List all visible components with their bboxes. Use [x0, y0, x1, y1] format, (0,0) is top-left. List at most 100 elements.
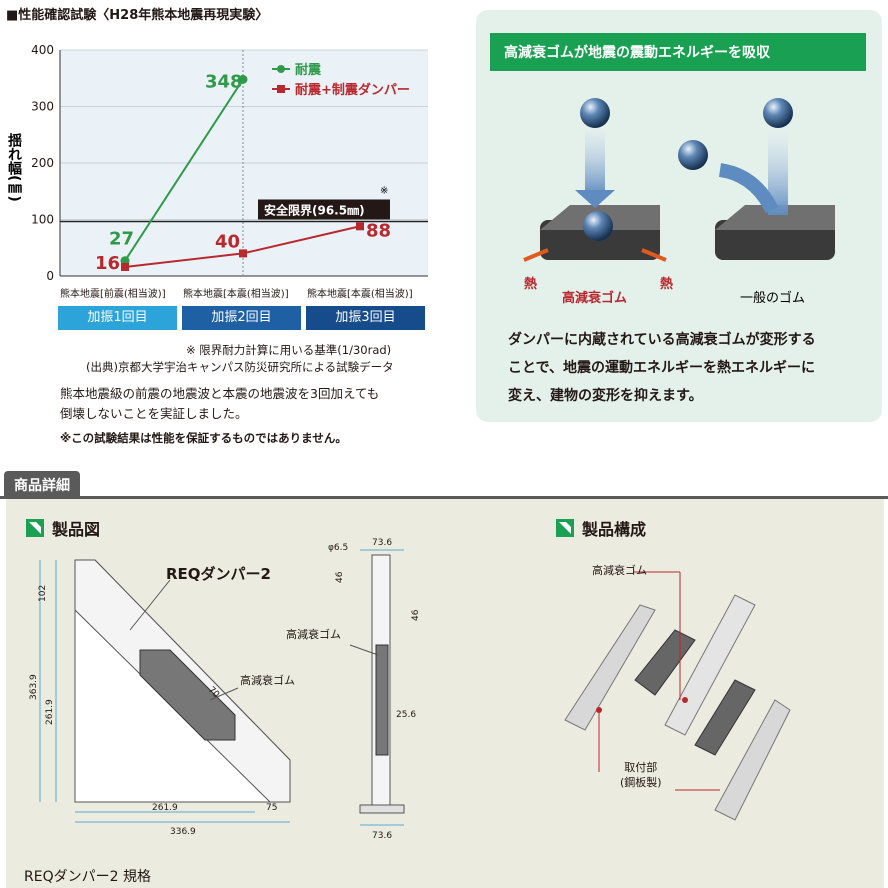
drop-arrow-right [768, 115, 788, 215]
panel-text-line-3: 変え、建物の変形を抑えます。 [508, 388, 703, 404]
detail-tab: 商品詳細 [4, 471, 80, 499]
dim-75: 75 [266, 803, 277, 813]
body-line-1: 熊本地震級の前震の地震波と本震の地震波を3回加えても [60, 386, 380, 401]
chart-svg: 400 300 200 100 0 揺れ幅(㎜) 安全限界(96.5㎜) ※ 27 348 1… [6, 43, 428, 283]
legend-label: 耐震+制震ダンパー [295, 82, 410, 98]
panel-text-line-1: ダンパーに内蔵されている高減衰ゴムが変形する [508, 332, 816, 348]
category-button-1: 加振1回目 [58, 306, 177, 330]
high-damping-rubber-label: 高減衰ゴム [562, 290, 627, 306]
config-rubber-label: 高減衰ゴム [592, 564, 647, 577]
product-name: REQダンパー2 [166, 565, 271, 583]
mount-plate-right [714, 699, 791, 821]
heat-arrow-left [523, 248, 549, 262]
rubber-sheet-2 [694, 679, 756, 756]
performance-chart: 400 300 200 100 0 揺れ幅(㎜) 安全限界(96.5㎜) ※ 27 348 1… [0, 28, 440, 338]
category-button-2: 加振2回目 [182, 306, 301, 330]
dim-256: 25.6 [396, 710, 416, 720]
leader-rubber [209, 687, 239, 701]
data-label: 88 [366, 220, 391, 241]
y-axis-label: 揺れ幅(㎜) [6, 132, 22, 201]
disclaimer: ※この試験結果は性能を保証するものではありません。 [60, 431, 347, 445]
basis-note: ※ 限界耐力計算に用いる基準(1/30rad) [186, 343, 392, 357]
normal-rubber-label: 一般のゴム [740, 290, 805, 306]
product-drawing-front: 102 363.9 261.9 261.9 75 336.9 70 [29, 559, 291, 837]
product-exploded-view [564, 571, 791, 821]
series-line-1 [124, 78, 244, 262]
leader-side-rubber [349, 644, 379, 656]
dim-46-right: 46 [411, 609, 421, 621]
dim-736-top: 73.6 [372, 538, 392, 548]
series-point [238, 74, 248, 84]
data-label: 27 [109, 229, 134, 250]
category-labels: 熊本地震[前震(相当波)] 熊本地震[本震(相当波)] 熊本地震[本震(相当波)… [58, 285, 428, 303]
dim-102: 102 [38, 585, 48, 602]
heat-arrow-right [641, 248, 667, 262]
y-tick-label: 300 [31, 100, 54, 114]
drop-arrow-left [585, 115, 605, 195]
ball-bounced [678, 140, 708, 170]
dim-3639: 363.9 [29, 674, 39, 700]
section-divider [0, 471, 888, 499]
side-rubber [375, 644, 389, 756]
marker-dot [682, 697, 688, 703]
ball-top-right [763, 98, 793, 128]
dim-3369: 336.9 [170, 827, 196, 837]
legend-label: 耐震 [295, 62, 322, 78]
body-line-2: 倒壊しないことを実証しました。 [60, 406, 248, 421]
mount-label-line-2: (鋼板製) [620, 776, 662, 789]
panel-title: 高減衰ゴムが地震の震動エネルギーを吸収 [490, 33, 866, 71]
series-point [356, 222, 364, 231]
product-drawing-side: φ6.5 73.6 46 46 25.6 73.6 [328, 538, 421, 841]
data-label: 40 [215, 231, 240, 252]
leader-product-name [129, 579, 171, 631]
side-base [359, 804, 405, 814]
panel-text-line-2: ことで、地震の運動エネルギーを熱エネルギーに [508, 360, 816, 376]
safety-limit-label: 安全限界(96.5㎜) [264, 202, 365, 217]
source-note: (出典)京都大学宇治キャンパス防災研究所による試験データ [86, 360, 394, 374]
category-label-2: 熊本地震[本震(相当波)] [183, 289, 289, 300]
category-button-3: 加振3回目 [306, 306, 425, 330]
marker-dot [596, 707, 602, 713]
data-label: 16 [95, 253, 120, 274]
category-label-3: 熊本地震[本震(相当波)] [307, 289, 413, 300]
mount-label: 取付部 (鋼板製) [620, 760, 662, 790]
dim-736-bottom: 73.6 [372, 831, 392, 841]
drawing-title: 製品図 [52, 520, 101, 539]
category-label-1: 熊本地震[前震(相当波)] [60, 289, 166, 300]
y-tick-label: 400 [31, 43, 54, 57]
heat-label-right: 熱 [660, 276, 673, 292]
bounce-arrow [718, 163, 779, 214]
dim-2619-horizontal: 261.9 [152, 803, 178, 813]
dim-phi: φ6.5 [328, 543, 348, 553]
drawing-title-group: 製品図 [26, 516, 100, 540]
legend-marker [277, 85, 285, 93]
panel-description: ダンパーに内蔵されている高減衰ゴムが変形する ことで、地震の運動エネルギーを熱エ… [508, 326, 878, 410]
y-tick-label: 200 [31, 156, 54, 170]
y-tick-label: 100 [31, 213, 54, 227]
data-label: 348 [205, 71, 243, 92]
safety-limit-box [258, 199, 390, 220]
series-point [121, 262, 129, 271]
rubber-callout-front: 高減衰ゴム [240, 674, 295, 687]
mount-plate-left [564, 604, 656, 731]
y-tick-label: 0 [46, 269, 54, 283]
spec-title: REQダンパー2 規格 [24, 869, 151, 885]
legend-marker [277, 65, 285, 73]
rubber-block-right-top [715, 205, 835, 230]
heat-label-left: 熱 [524, 276, 537, 292]
series-point [239, 249, 247, 258]
mechanism-illustration: 熱 熱 高減衰ゴム 一般のゴム [523, 98, 835, 306]
safety-limit-mark: ※ [380, 185, 388, 196]
mount-label-line-1: 取付部 [624, 761, 658, 774]
config-title-group: 製品構成 [556, 516, 646, 540]
dim-2619-vertical: 261.9 [45, 699, 55, 725]
ball-on-rubber [583, 211, 613, 241]
rubber-section [139, 649, 236, 741]
config-title: 製品構成 [582, 520, 647, 539]
drop-arrow-head-left [575, 190, 615, 208]
rubber-callout-side: 高減衰ゴム [286, 628, 341, 641]
ball-top-left [580, 98, 610, 128]
green-marker-icon [26, 519, 44, 537]
dim-46-left: 46 [335, 571, 345, 583]
section-heading: ■性能確認試験〈H28年熊本地震再現実験〉 [6, 8, 269, 23]
